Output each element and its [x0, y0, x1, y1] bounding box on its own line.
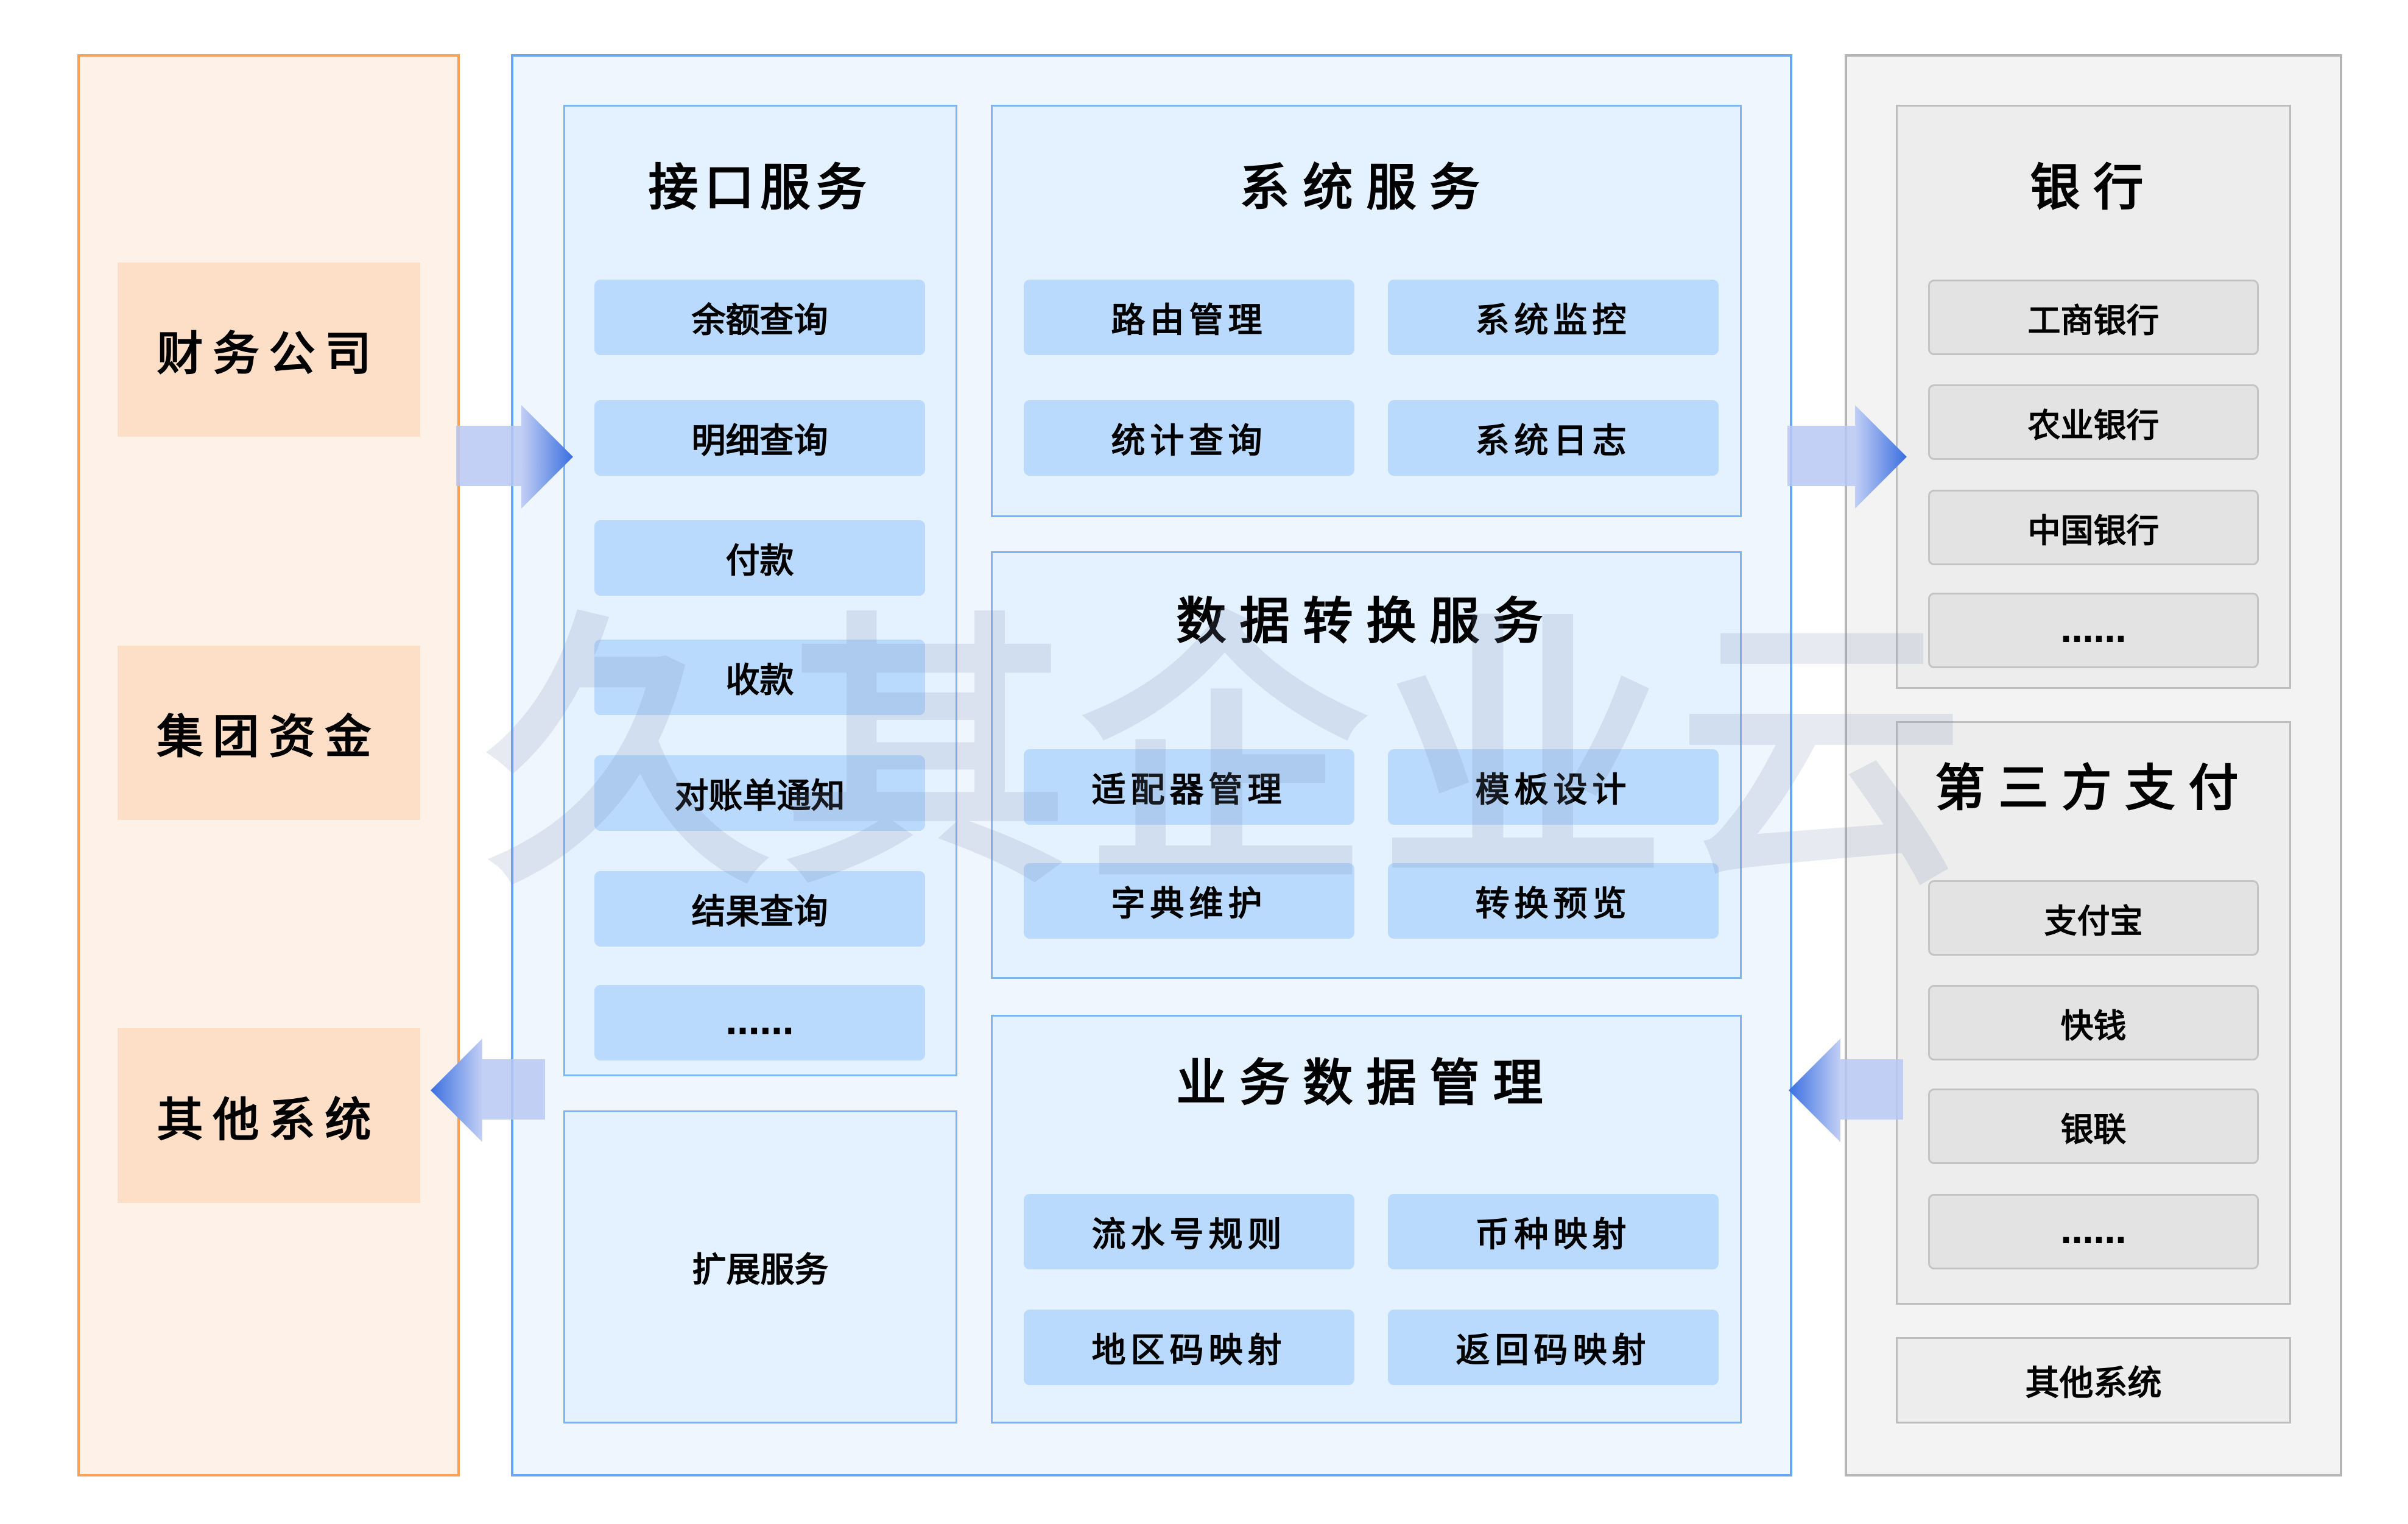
arrow-shaft	[482, 1059, 545, 1120]
payment-unionpay[interactable]: 银联	[1928, 1088, 2259, 1164]
arrow-third-party-to-platform	[1789, 1039, 1903, 1142]
bank-boc[interactable]: 中国银行	[1928, 490, 2259, 565]
service-statement-notice[interactable]: 对账单通知	[594, 755, 925, 831]
group-title-system-service: 系统服务	[1239, 158, 1493, 217]
service-system-monitoring[interactable]: 系统监控	[1388, 280, 1719, 355]
service-statistics-query[interactable]: 统计查询	[1024, 400, 1354, 476]
arrow-platform-to-left	[431, 1039, 545, 1142]
bank-icbc[interactable]: 工商银行	[1928, 280, 2259, 355]
arrow-platform-to-bank	[1787, 405, 1907, 509]
arrow-head	[521, 405, 573, 509]
service-region-code-mapping[interactable]: 地区码映射	[1024, 1310, 1354, 1385]
service-result-query[interactable]: 结果查询	[594, 871, 925, 947]
service-system-log[interactable]: 系统日志	[1388, 400, 1719, 476]
service-balance-query[interactable]: 余额查询	[594, 280, 925, 355]
arrow-head	[1789, 1039, 1840, 1142]
arrow-shaft	[1840, 1059, 1903, 1120]
payment-more[interactable]: ……	[1928, 1194, 2259, 1269]
node-finance-company[interactable]: 财务公司	[118, 263, 420, 437]
group-title-interface-service: 接口服务	[648, 158, 873, 217]
service-receipt[interactable]: 收款	[594, 640, 925, 715]
bank-more[interactable]: ……	[1928, 593, 2259, 668]
arrow-shaft	[1787, 426, 1855, 486]
service-template-design[interactable]: 模板设计	[1388, 749, 1719, 825]
service-conversion-preview[interactable]: 转换预览	[1388, 863, 1719, 939]
service-currency-mapping[interactable]: 币种映射	[1388, 1194, 1719, 1269]
group-title-data-conversion-service: 数据转换服务	[1176, 592, 1557, 651]
group-title-bank: 银行	[2030, 158, 2157, 217]
service-return-code-mapping[interactable]: 返回码映射	[1388, 1310, 1719, 1385]
node-group-funds[interactable]: 集团资金	[118, 646, 420, 820]
service-adapter-management[interactable]: 适配器管理	[1024, 749, 1354, 825]
node-other-systems-right[interactable]: 其他系统	[1896, 1337, 2291, 1423]
bank-abc[interactable]: 农业银行	[1928, 384, 2259, 460]
service-payment[interactable]: 付款	[594, 520, 925, 596]
arrow-right-to-platform	[456, 405, 573, 509]
arrow-head	[431, 1039, 482, 1142]
group-extension-service[interactable]: 扩展服务	[563, 1110, 957, 1423]
arrow-shaft	[456, 426, 521, 486]
group-title-third-party-payment: 第三方支付	[1935, 759, 2252, 817]
service-serial-number-rule[interactable]: 流水号规则	[1024, 1194, 1354, 1269]
payment-99bill[interactable]: 快钱	[1928, 985, 2259, 1060]
node-other-systems-left[interactable]: 其他系统	[118, 1028, 420, 1203]
payment-alipay[interactable]: 支付宝	[1928, 880, 2259, 956]
service-more[interactable]: ……	[594, 985, 925, 1060]
arrow-head	[1855, 405, 1907, 509]
service-detail-query[interactable]: 明细查询	[594, 400, 925, 476]
group-title-business-data-management: 业务数据管理	[1176, 1054, 1557, 1112]
service-dictionary-maintenance[interactable]: 字典维护	[1024, 863, 1354, 939]
service-routing-management[interactable]: 路由管理	[1024, 280, 1354, 355]
